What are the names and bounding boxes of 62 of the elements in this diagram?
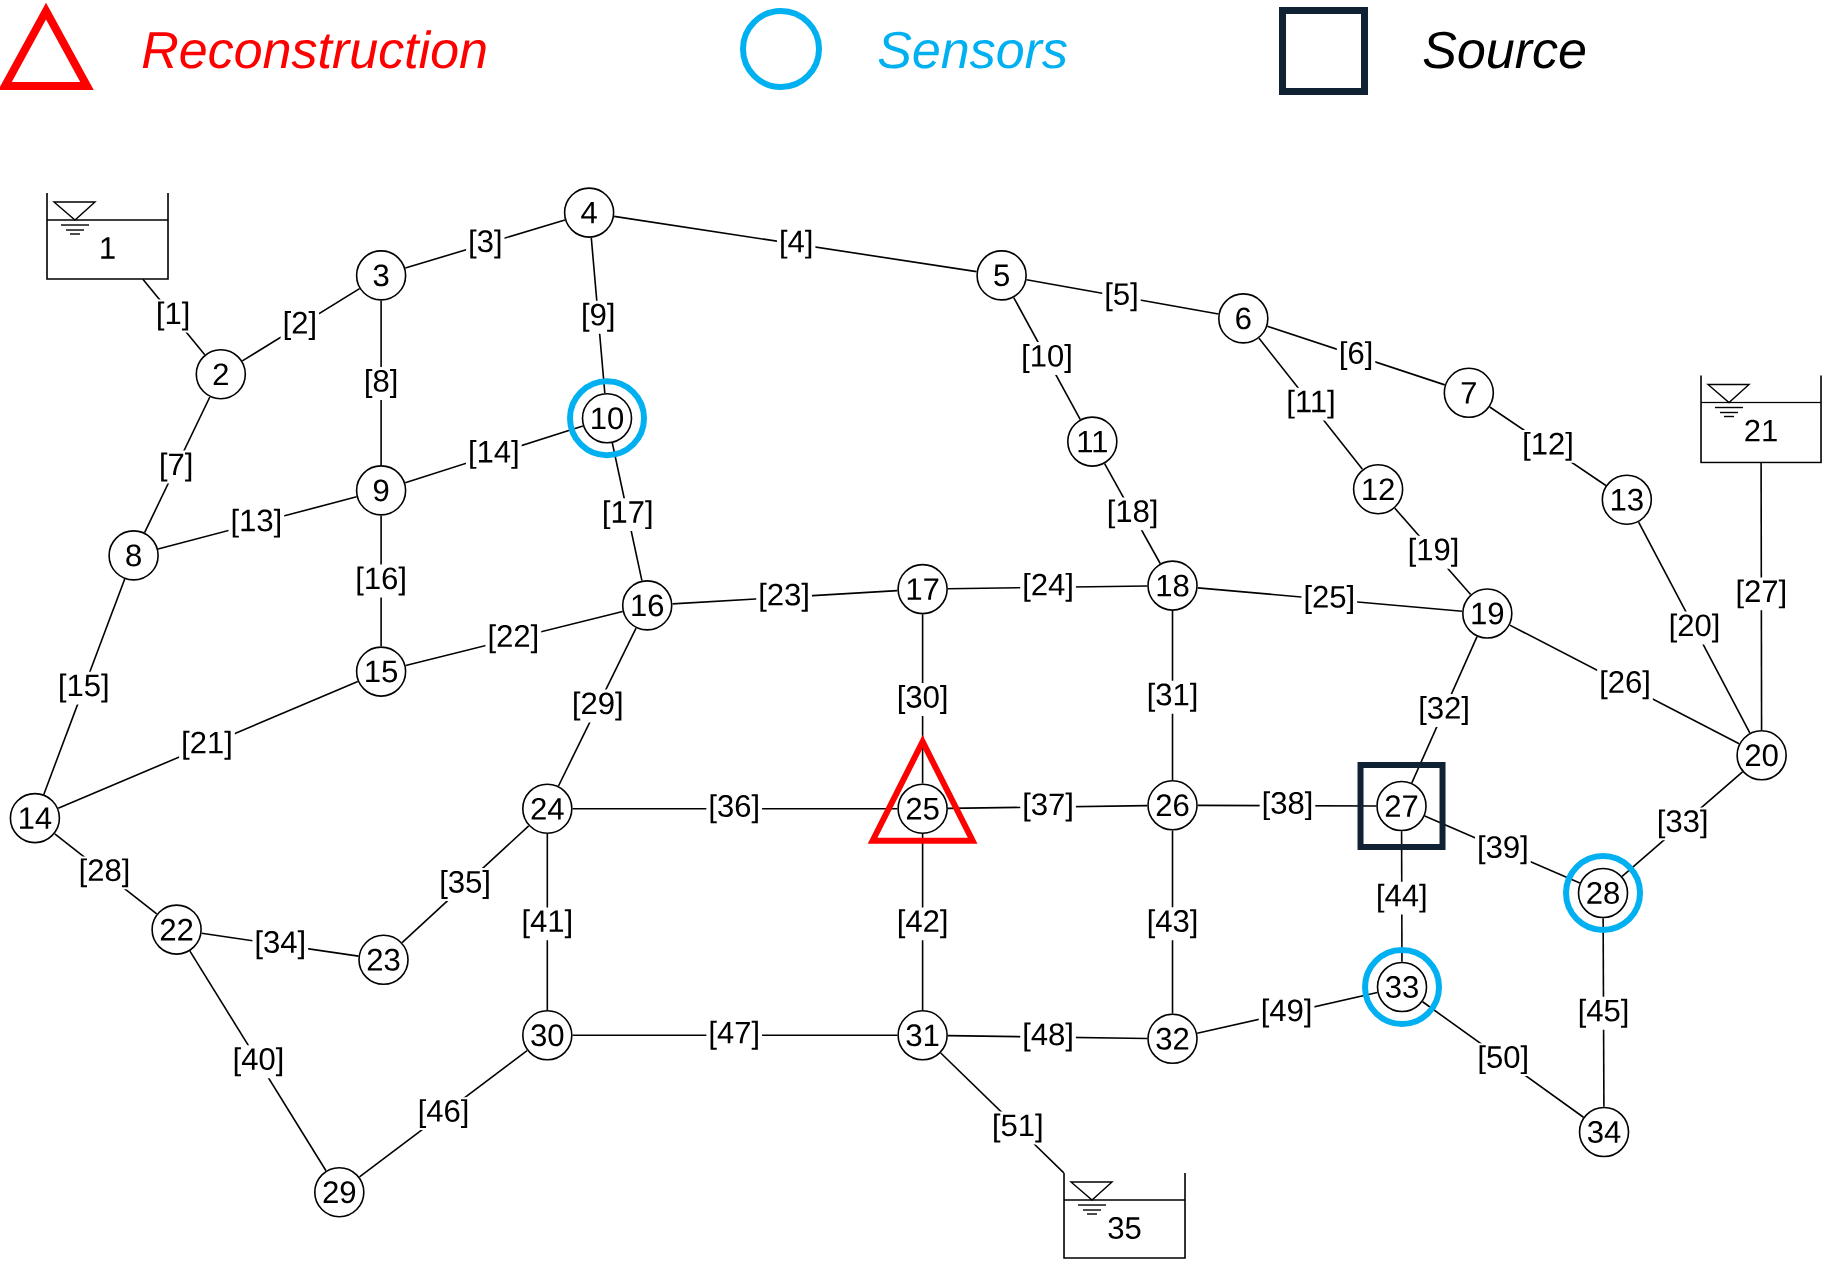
edge-label: [51] [989,1111,1046,1145]
edge-label: [21] [179,728,235,762]
reservoir-tank: 35 [1063,1172,1186,1259]
reservoir-tank: 1 [46,192,169,280]
legend-label: Reconstruction [142,30,486,69]
edge-label: [41] [519,907,576,941]
edge-label: [46] [415,1097,472,1131]
edge-label: [26] [1597,668,1653,702]
edge-label: [14] [466,438,522,471]
edge-label: [10] [1019,342,1075,375]
edge-label: [16] [353,564,409,598]
edge-label: [11] [1284,387,1338,421]
edge-label: [34] [252,928,309,962]
edge-label: [43] [1144,907,1201,941]
edge-label: [37] [1020,790,1076,824]
edge-label: [23] [756,580,812,614]
edge-label: [8] [361,367,401,400]
legend-label: Sensors [878,31,1067,69]
pipe-line [613,215,978,273]
edge-label: [12] [1520,429,1576,463]
edge-label: [2] [280,309,320,342]
edge-label: [7] [156,450,196,484]
edge-label: [50] [1475,1043,1532,1077]
edge-label: [29] [569,689,626,723]
edge-label: [24] [1020,570,1076,604]
edge-label: [20] [1666,611,1723,645]
node-label: 1 [101,237,115,259]
edge-label: [47] [706,1018,763,1052]
edge-label: [25] [1301,583,1358,616]
reservoir-tank: 21 [1700,374,1822,464]
edge-label: [30] [894,683,951,716]
edge-label: [31] [1144,680,1201,714]
edge-label: [32] [1416,694,1472,727]
edge-label: [3] [466,227,505,261]
edge-label: [38] [1259,789,1316,823]
edge-label: [22] [485,622,542,656]
edge-label: [44] [1373,881,1430,915]
legend-label: Source [1423,31,1586,69]
edge-label: [39] [1475,833,1531,867]
edge-label: [33] [1654,807,1711,841]
node-label: 21 [1745,419,1777,442]
edge-label: [5] [1102,280,1141,314]
edge-label: [35] [437,868,493,901]
edge-label: [17] [599,498,656,532]
edge-label: [18] [1104,497,1161,531]
edge-label: [40] [230,1045,287,1079]
pipe-line [1760,461,1763,731]
node-label: 35 [1108,1217,1141,1239]
edge-label: [1] [153,299,193,333]
edge-label: [36] [706,792,763,826]
edge-label: [28] [76,856,133,890]
edge-label: [13] [228,506,285,540]
edge-label: [19] [1405,535,1462,569]
edge-label: [27] [1733,577,1790,611]
edge-label: [4] [776,227,816,261]
edge-label: [42] [894,907,951,941]
edge-label: [48] [1020,1020,1076,1054]
edge-label: [49] [1258,996,1315,1030]
edge-label: [9] [579,300,618,334]
edge-label: [15] [55,671,112,705]
edge-label: [6] [1336,339,1376,373]
edge-label: [45] [1575,996,1632,1030]
